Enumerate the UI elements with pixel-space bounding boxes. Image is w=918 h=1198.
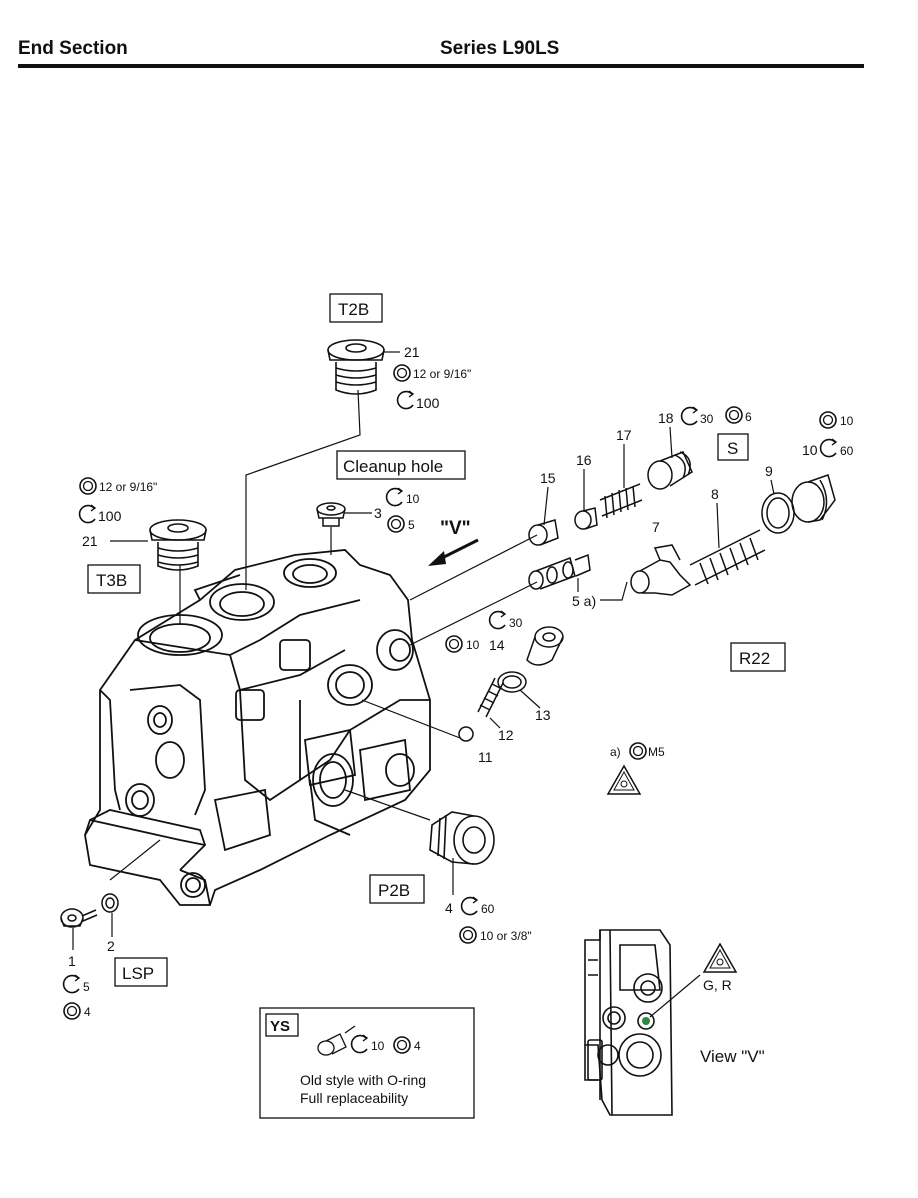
part-14-torque: 30 xyxy=(509,616,523,630)
part-8: 8 xyxy=(711,486,719,502)
header-series-title: Series L90LS xyxy=(440,38,560,59)
part-11: 11 xyxy=(478,749,493,765)
part-3-torque: 10 xyxy=(406,492,420,506)
ys-tag: YS xyxy=(270,1018,290,1035)
view-v-loctite-icon xyxy=(702,942,738,973)
view-v-drawing xyxy=(584,929,673,1116)
box-s: S xyxy=(717,433,749,461)
part-4-torque: 60 xyxy=(481,902,495,916)
part-12: 12 xyxy=(498,727,514,743)
ys-torque: 10 xyxy=(371,1039,385,1053)
part-4-size: 10 or 3/8" xyxy=(480,929,532,943)
part-16: 16 xyxy=(576,452,592,468)
part-21-top: 21 xyxy=(404,344,420,360)
part-2: 2 xyxy=(107,938,115,954)
t3b-torque: 100 xyxy=(98,508,122,524)
part-9: 9 xyxy=(765,463,773,479)
part-17: 17 xyxy=(616,427,632,443)
part-10-size: 10 xyxy=(840,414,854,428)
part-21-left: 21 xyxy=(82,533,98,549)
view-v-port-dot xyxy=(642,1017,650,1025)
ys-box: YS 10 4 Old style with O-ring Full repla… xyxy=(259,1007,475,1119)
part-15: 15 xyxy=(540,470,556,486)
part-3: 3 xyxy=(374,505,382,521)
note-a-size: M5 xyxy=(648,745,665,759)
box-lsp-text: LSP xyxy=(122,964,154,983)
torque-annotations: 12 or 9/16" 100 12 or 9/16" 100 10 5 30 … xyxy=(62,364,854,1020)
plug-t2b xyxy=(327,339,385,395)
header-left-title: End Section xyxy=(18,38,128,59)
part-10: 10 xyxy=(802,442,818,458)
view-v-caption: View "V" xyxy=(700,1047,765,1066)
part-1-size: 4 xyxy=(84,1005,91,1019)
ys-line-1: Old style with O-ring xyxy=(300,1072,426,1088)
part-10-torque: 60 xyxy=(840,444,854,458)
loctite-triangle-icon xyxy=(606,764,642,795)
part-4: 4 xyxy=(445,900,453,916)
part-numbers: 21 21 3 15 16 17 18 8 9 7 5 a) 14 13 12 … xyxy=(68,344,775,969)
box-cleanup-text: Cleanup hole xyxy=(343,457,443,476)
plug-part-3 xyxy=(316,502,346,527)
cartridge-upper xyxy=(528,451,693,546)
part-18: 18 xyxy=(658,410,674,426)
ys-line-2: Full replaceability xyxy=(300,1090,408,1106)
ys-size: 4 xyxy=(414,1039,421,1053)
note-a-prefix: a) xyxy=(610,745,621,759)
box-s-text: S xyxy=(727,439,738,458)
view-v-label: "V" xyxy=(440,518,471,539)
plug-p2b xyxy=(429,811,495,865)
plug-t3b xyxy=(149,519,207,571)
box-cleanup-hole: Cleanup hole xyxy=(336,450,466,480)
box-r22: R22 xyxy=(730,642,786,672)
cartridge-5a xyxy=(528,553,591,590)
box-p2b-text: P2B xyxy=(378,881,410,900)
part-5a: 5 a) xyxy=(572,593,596,609)
leader-lines xyxy=(109,389,628,895)
header-rule xyxy=(18,64,864,68)
part-18-torque: 30 xyxy=(700,412,714,426)
part-18-size: 6 xyxy=(745,410,752,424)
box-t3b-text: T3B xyxy=(96,571,127,590)
check-valve-parts xyxy=(458,626,564,742)
t3b-size: 12 or 9/16" xyxy=(99,480,157,494)
t2b-size: 12 or 9/16" xyxy=(413,367,471,381)
part-14-size: 10 xyxy=(466,638,480,652)
view-v-arrow: "V" xyxy=(428,518,479,566)
box-t2b: T2B xyxy=(329,293,383,323)
view-v-leader xyxy=(649,974,701,1018)
part-1: 1 xyxy=(68,953,76,969)
valve-housing xyxy=(84,549,431,906)
part-1-torque: 5 xyxy=(83,980,90,994)
part-14: 14 xyxy=(489,637,505,653)
part-3-size: 5 xyxy=(408,518,415,532)
view-v-gr-label: G, R xyxy=(703,977,732,993)
box-r22-text: R22 xyxy=(739,649,770,668)
part-13: 13 xyxy=(535,707,551,723)
box-t2b-text: T2B xyxy=(338,300,369,319)
box-t3b: T3B xyxy=(87,564,141,594)
part-7: 7 xyxy=(652,519,660,535)
box-p2b: P2B xyxy=(369,874,425,904)
relief-valve-parts xyxy=(630,474,836,596)
box-lsp: LSP xyxy=(114,957,168,987)
screw-part-1 xyxy=(60,893,119,928)
t2b-torque: 100 xyxy=(416,395,440,411)
ys-screw-icon xyxy=(317,1025,356,1056)
